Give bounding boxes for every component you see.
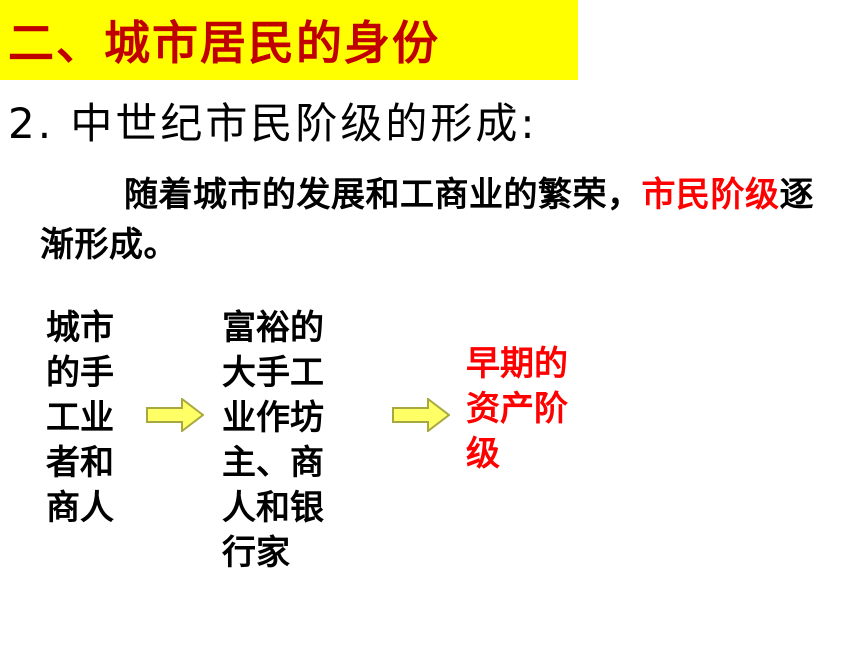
section-heading: 2. 中世纪市民阶级的形成: xyxy=(8,99,538,148)
paragraph-text-before: 随着城市的发展和工商业的繁荣， xyxy=(124,175,642,215)
right-arrow-icon xyxy=(146,398,204,432)
flow-step-1: 城市的手工业者和商人 xyxy=(46,308,114,528)
description-paragraph: 随着城市的发展和工商业的繁荣，市民阶级逐渐形成。 xyxy=(40,170,830,270)
slide-title: 二、城市居民的身份 xyxy=(8,16,440,70)
paragraph-text-after: 逐渐形成。 xyxy=(40,175,814,265)
flow-step-3: 早期的资产阶级 xyxy=(466,344,568,474)
paragraph-highlight: 市民阶级 xyxy=(641,175,780,215)
right-arrow-icon xyxy=(392,398,450,432)
title-banner: 二、城市居民的身份 xyxy=(0,0,578,80)
flow-step-2: 富裕的大手工业作坊主、商人和银行家 xyxy=(222,308,324,573)
